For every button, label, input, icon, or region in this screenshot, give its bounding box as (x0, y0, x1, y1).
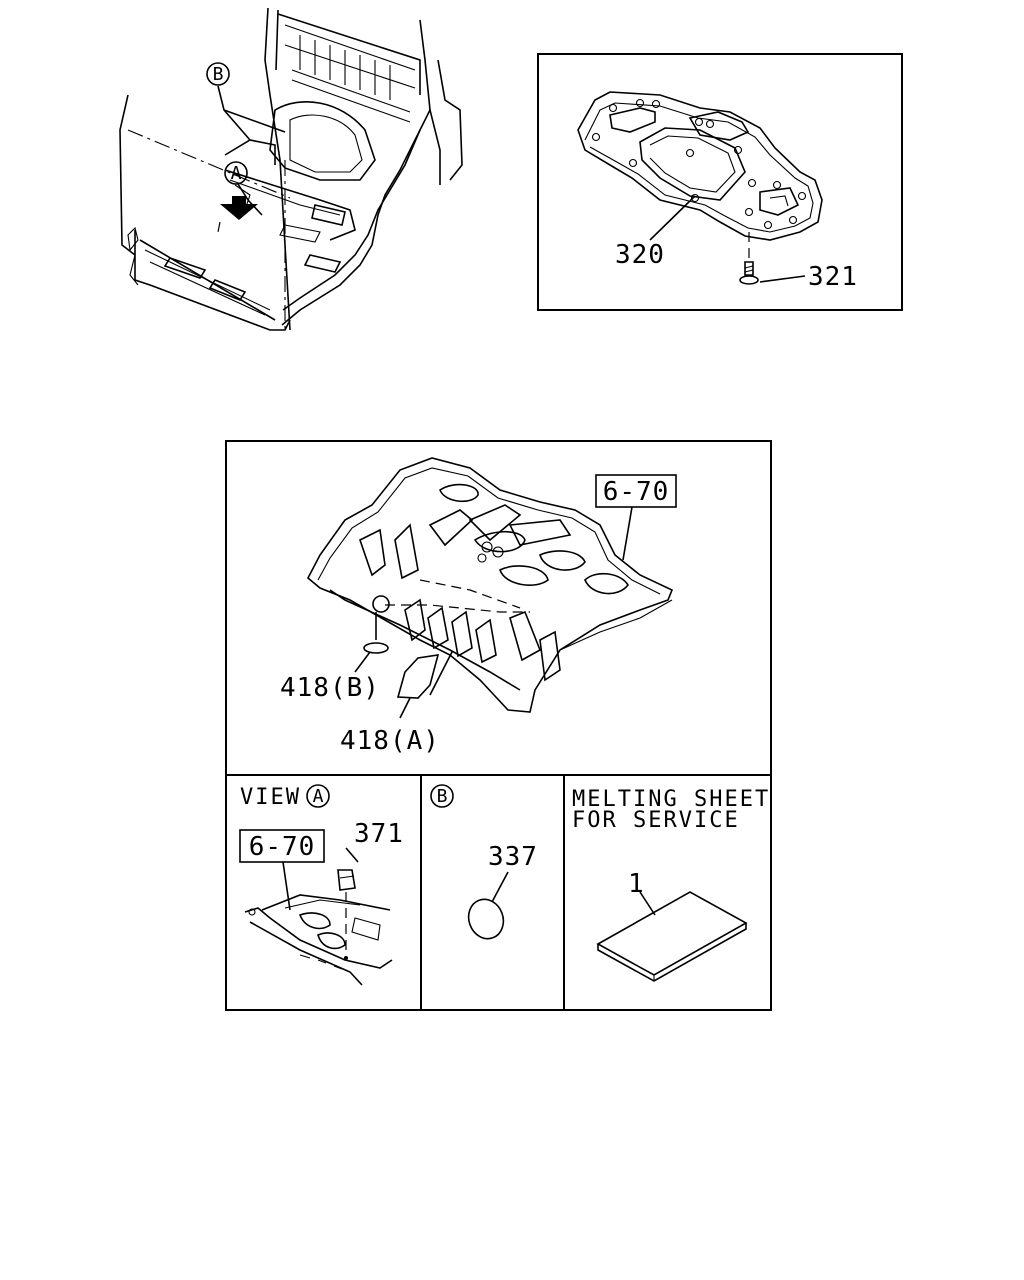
part-number-418b: 418(B) (280, 673, 380, 703)
clip-nut-371 (337, 869, 356, 891)
detail-b-frame (420, 774, 565, 1011)
vehicle-floor-overview (119, 7, 463, 331)
view-a-drawing (244, 847, 393, 986)
melting-sheet-title-line2: FOR SERVICE (572, 808, 740, 833)
part-number-320: 320 (615, 240, 665, 270)
melting-sheet-drawing (596, 891, 748, 982)
detail-b-circle-letter: B (437, 786, 448, 807)
view-a-circle-letter: A (313, 786, 324, 807)
view-a-circle-marker: A (306, 784, 330, 808)
view-a-ref-label: 6-70 (249, 832, 316, 862)
floor-ref-label: 6-70 (603, 477, 670, 507)
detail-b-circle-marker: B (430, 784, 454, 808)
floor-panel-frame (225, 440, 772, 776)
callout-a-marker: A (224, 161, 248, 185)
floor-panel-drawing (306, 457, 674, 719)
view-a-title: VIEW (240, 785, 301, 810)
cover-fastener (739, 232, 759, 285)
plug-418b (363, 642, 389, 654)
melting-sheet-frame (563, 774, 772, 1011)
part-number-321: 321 (808, 262, 858, 292)
callout-a-letter: A (231, 163, 242, 184)
view-a-ref-box (239, 829, 325, 863)
part-number-337: 337 (488, 842, 538, 872)
callout-b-marker: B (206, 62, 230, 86)
floor-cover-drawing (577, 91, 823, 285)
cover-panel-frame (537, 53, 903, 311)
melting-sheet-title-line1: MELTING SHEET (572, 787, 770, 812)
bulkhead-ribs (291, 35, 411, 123)
part-number-371: 371 (354, 819, 404, 849)
view-a-frame (225, 774, 422, 1011)
rubber-plug-337 (467, 898, 505, 940)
cover-bolt-holes (591, 98, 807, 230)
callout-b-letter: B (213, 64, 224, 85)
patch-418a (396, 654, 440, 699)
part-number-1: 1 (628, 869, 645, 899)
floor-ref-box (595, 474, 677, 508)
view-a-arrow (217, 196, 258, 233)
part-number-418a: 418(A) (340, 726, 440, 756)
